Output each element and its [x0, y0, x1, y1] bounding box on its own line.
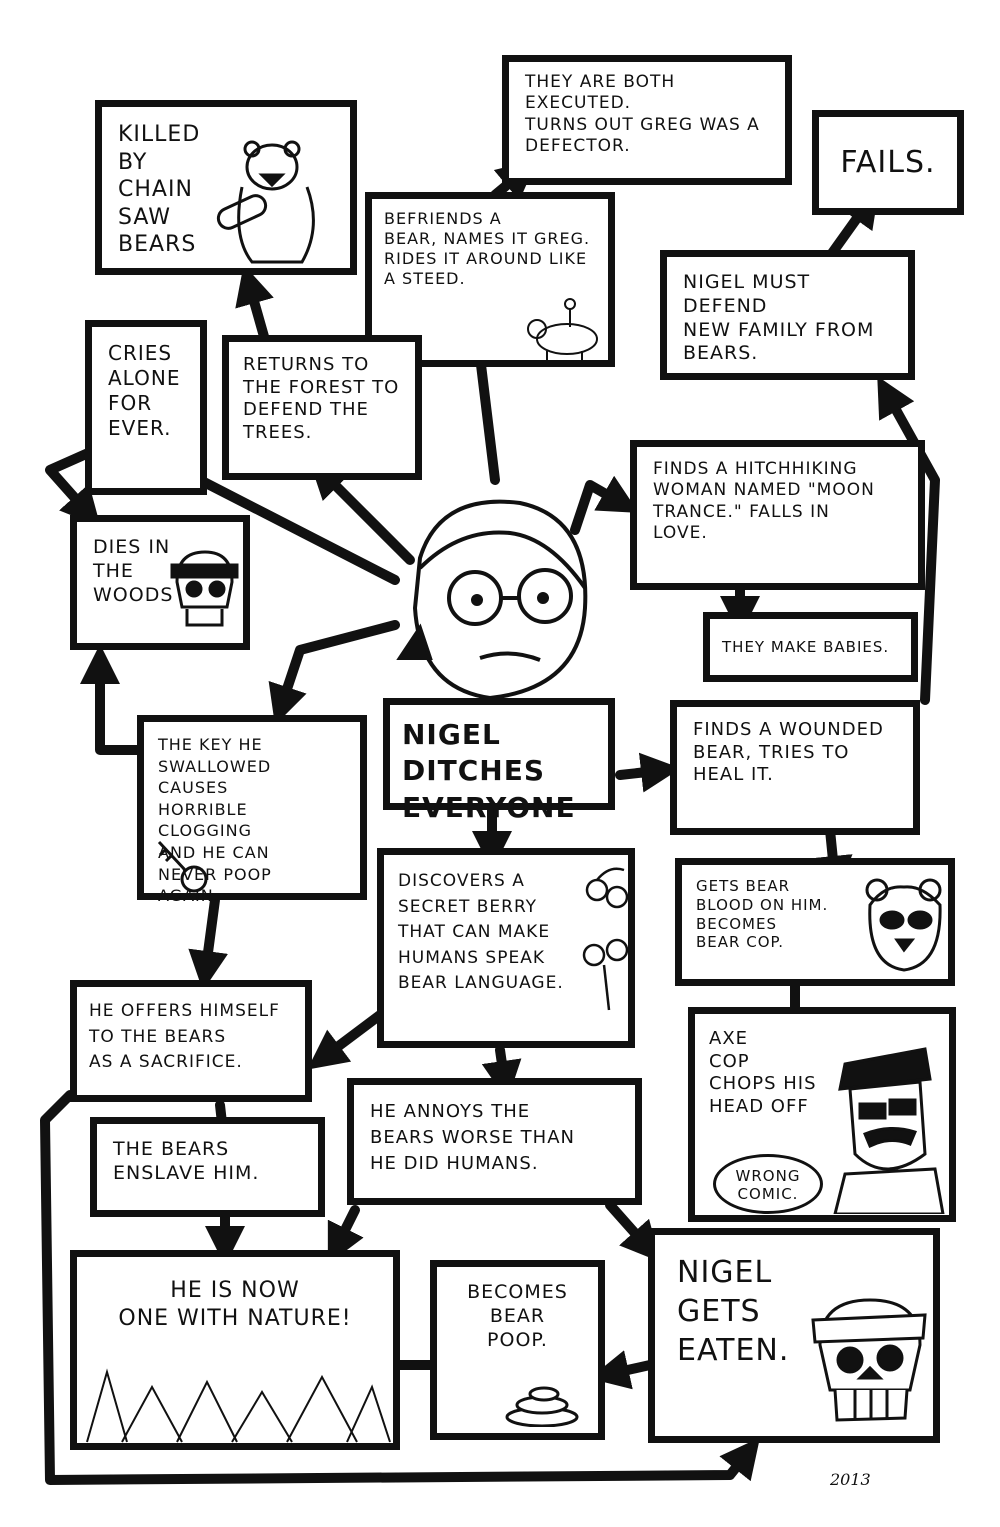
- box-returns-to-forest: RETURNS TO THE FOREST TO DEFEND THE TREE…: [222, 335, 422, 480]
- sacrifice-text: HE OFFERS HIMSELF TO THE BEARS AS A SACR…: [89, 999, 293, 1076]
- box-dies-in-woods: DIES IN THE WOODS: [70, 515, 250, 650]
- enslave-text: THE BEARS ENSLAVE HIM.: [113, 1138, 302, 1186]
- box-bears-enslave: THE BEARS ENSLAVE HIM.: [90, 1117, 325, 1217]
- executed-text: THEY ARE BOTH EXECUTED. TURNS OUT GREG W…: [525, 72, 769, 157]
- arrow-to-killed: [248, 280, 265, 340]
- box-becomes-bear-poop: BECOMES BEAR POOP.: [430, 1260, 605, 1440]
- box-one-with-nature: HE IS NOW ONE WITH NATURE!: [70, 1250, 400, 1450]
- box-offers-sacrifice: HE OFFERS HIMSELF TO THE BEARS AS A SACR…: [70, 980, 312, 1102]
- artist-signature: 2013: [830, 1470, 871, 1489]
- forest-drawing: [82, 1352, 392, 1447]
- box-bear-cop: GETS BEAR BLOOD ON HIM. BECOMES BEAR COP…: [675, 858, 955, 986]
- berries-drawing: [579, 865, 634, 1015]
- box-swallowed-key: THE KEY HE SWALLOWED CAUSES HORRIBLE CLO…: [137, 715, 367, 900]
- arrow-to-sacrifice: [205, 900, 215, 975]
- cries-text: CRIES ALONE FOR EVER.: [108, 341, 184, 441]
- box-annoys-bears: HE ANNOYS THE BEARS WORSE THAN HE DID HU…: [347, 1078, 642, 1205]
- box-hitchhiking-woman: FINDS A HITCHHIKING WOMAN NAMED "MOON TR…: [630, 440, 925, 590]
- bear-cop-drawing: [862, 875, 947, 975]
- box-defend-new-family: NIGEL MUST DEFEND NEW FAMILY FROM BEARS.: [660, 250, 915, 380]
- returns-text: RETURNS TO THE FOREST TO DEFEND THE TREE…: [243, 354, 401, 444]
- axe-cop-drawing: [825, 1034, 945, 1214]
- annoys-text: HE ANNOYS THE BEARS WORSE THAN HE DID HU…: [370, 1099, 619, 1177]
- poop-drawing: [502, 1377, 582, 1427]
- bubble-text: WRONG COMIC.: [722, 1167, 814, 1203]
- nigel-head-drawing: [380, 488, 610, 708]
- hitchhiking-text: FINDS A HITCHHIKING WOMAN NAMED "MOON TR…: [653, 459, 902, 544]
- bear-steed-drawing: [522, 289, 602, 364]
- box-secret-berry: DISCOVERS A SECRET BERRY THAT CAN MAKE H…: [377, 848, 635, 1048]
- box-they-make-babies: THEY MAKE BABIES.: [703, 612, 918, 682]
- arrow-berry-to-sacrifice: [320, 1015, 380, 1060]
- box-axe-cop: AXE COP CHOPS HIS HEAD OFF WRONG COMIC.: [688, 1007, 956, 1222]
- skull-bandana-drawing: [167, 547, 242, 632]
- signature-year: 2013: [830, 1470, 871, 1489]
- box-nigel-ditches-everyone: NIGEL DITCHES EVERYONE: [383, 698, 615, 810]
- arrow-key-to-dies: [100, 660, 140, 750]
- key-drawing: [154, 837, 214, 897]
- arrow-to-poop: [605, 1365, 650, 1375]
- nature-text: HE IS NOW ONE WITH NATURE!: [107, 1277, 363, 1332]
- box-fails: FAILS.: [812, 110, 964, 215]
- skull-bandana-large-drawing: [805, 1290, 935, 1430]
- box-wounded-bear: FINDS A WOUNDED BEAR, TRIES TO HEAL IT.: [670, 700, 920, 835]
- box-killed-by-chainsaw-bears: KILLED BY CHAIN SAW BEARS: [95, 100, 357, 275]
- box-both-executed: THEY ARE BOTH EXECUTED. TURNS OUT GREG W…: [502, 55, 792, 185]
- wounded-text: FINDS A WOUNDED BEAR, TRIES TO HEAL IT.: [693, 719, 897, 787]
- arrow-to-wounded: [620, 770, 665, 775]
- center-title-text: NIGEL DITCHES EVERYONE: [402, 717, 596, 826]
- befriends-text: BEFRIENDS A BEAR, NAMES IT GREG. RIDES I…: [384, 209, 596, 289]
- arrow-to-key: [280, 625, 395, 710]
- babies-text: THEY MAKE BABIES.: [722, 638, 889, 657]
- arrow-to-eaten: [610, 1205, 650, 1250]
- defend-family-text: NIGEL MUST DEFEND NEW FAMILY FROM BEARS.: [683, 271, 892, 366]
- wrong-comic-speech-bubble: WRONG COMIC.: [713, 1154, 823, 1214]
- arrow-annoys-to-nature: [335, 1210, 355, 1250]
- chainsaw-bear-drawing: [212, 127, 342, 267]
- fails-text: FAILS.: [840, 144, 935, 182]
- box-cries-alone: CRIES ALONE FOR EVER.: [85, 320, 207, 495]
- poop-text: BECOMES BEAR POOP.: [453, 1281, 582, 1352]
- box-nigel-gets-eaten: NIGEL GETS EATEN.: [648, 1228, 940, 1443]
